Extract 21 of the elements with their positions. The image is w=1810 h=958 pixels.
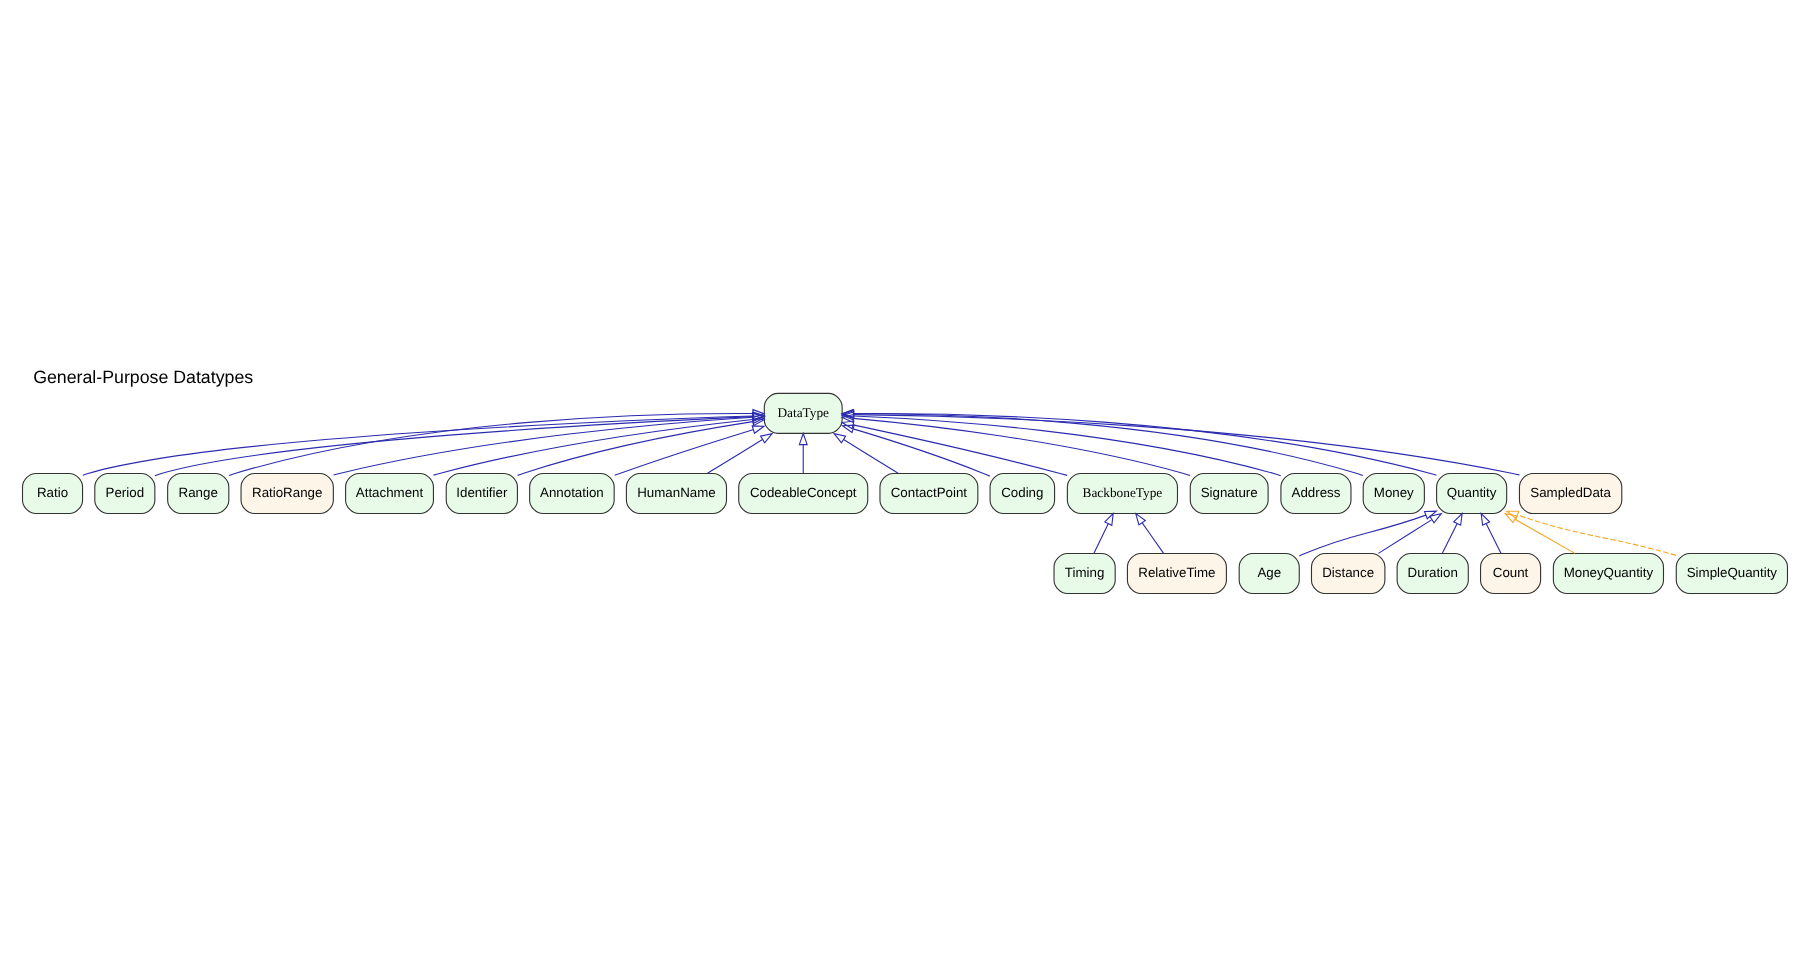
diagram-title: General-Purpose Datatypes <box>33 367 254 388</box>
arrow <box>1377 512 1443 554</box>
arrow <box>832 432 899 474</box>
arrow <box>840 413 1191 476</box>
arrow <box>433 414 766 476</box>
arrow <box>332 412 766 476</box>
arrow <box>798 431 808 474</box>
arrow <box>517 417 766 476</box>
arrow <box>1093 512 1114 554</box>
arrow <box>1298 510 1438 557</box>
arrow <box>840 420 1068 476</box>
arrow <box>840 424 991 477</box>
arrow <box>1480 512 1502 554</box>
arrow <box>840 411 1282 477</box>
arrow <box>228 408 766 476</box>
arrow <box>1505 510 1677 556</box>
arrow <box>1503 512 1576 554</box>
arrow <box>614 425 766 476</box>
arrow <box>1134 512 1164 554</box>
arrow <box>1441 512 1463 554</box>
arrow <box>706 432 774 474</box>
